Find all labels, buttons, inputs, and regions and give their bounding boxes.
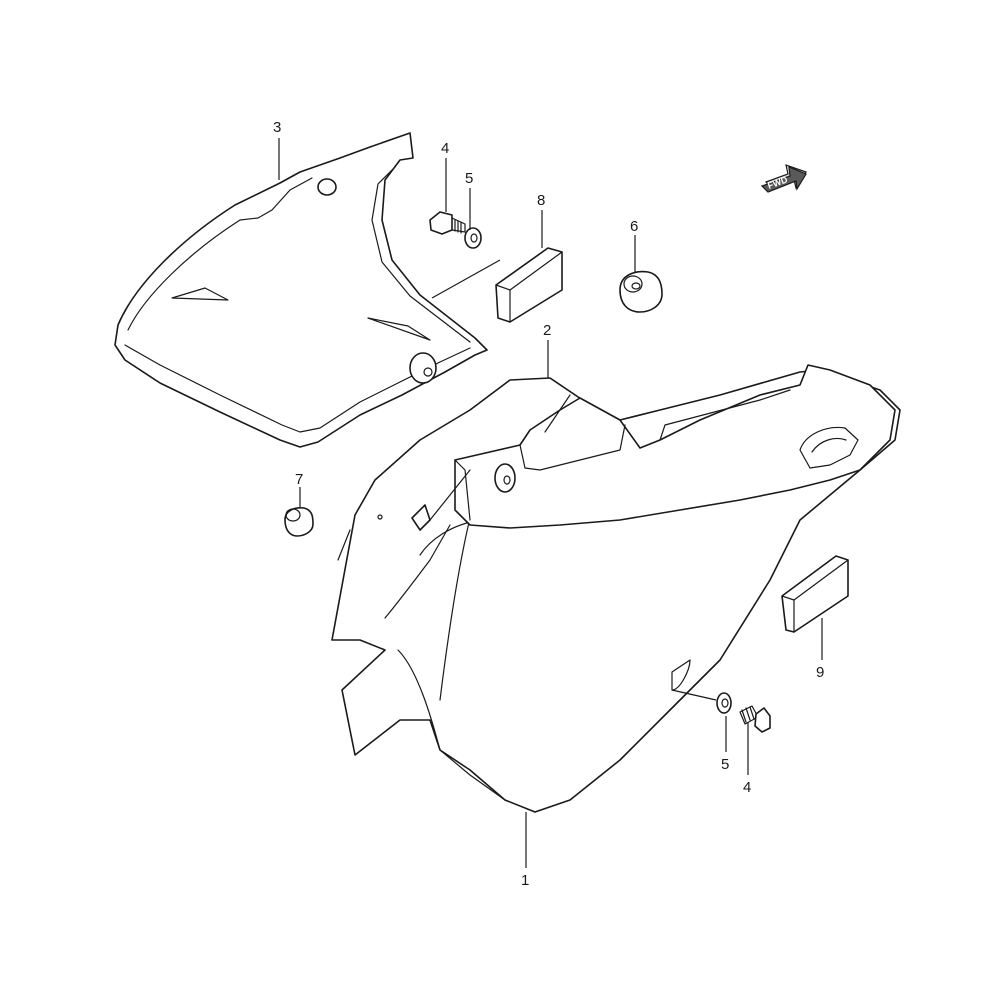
callout-2: 2 xyxy=(543,322,551,339)
part-3-side-cover xyxy=(114,132,501,448)
callout-7: 7 xyxy=(295,471,303,488)
part-4-bolt-upper xyxy=(429,211,466,235)
callout-1: 1 xyxy=(521,872,529,889)
part-7-grommet xyxy=(284,507,314,537)
part-8-pad xyxy=(495,247,563,323)
callout-labels: 3 4 5 8 6 2 7 9 5 4 1 xyxy=(273,119,824,889)
part-5-washer-upper xyxy=(464,227,482,249)
part-5-washer-lower xyxy=(671,689,732,714)
callout-3: 3 xyxy=(273,119,281,136)
callout-8: 8 xyxy=(537,192,545,209)
part-4-bolt-lower xyxy=(739,705,771,733)
callout-5-upper: 5 xyxy=(465,170,473,187)
callout-9: 9 xyxy=(816,664,824,681)
part-2-upper-panel xyxy=(411,364,896,531)
forward-arrow-icon: FWD xyxy=(760,164,807,193)
callout-4-lower: 4 xyxy=(743,779,751,796)
leader-part-3-to-8 xyxy=(431,259,501,299)
callout-5-lower: 5 xyxy=(721,756,729,773)
callout-leaders xyxy=(278,138,823,868)
callout-4-upper: 4 xyxy=(441,140,449,157)
part-6-grommet xyxy=(619,270,663,313)
callout-6: 6 xyxy=(630,218,638,235)
part-9-pad xyxy=(781,555,849,633)
